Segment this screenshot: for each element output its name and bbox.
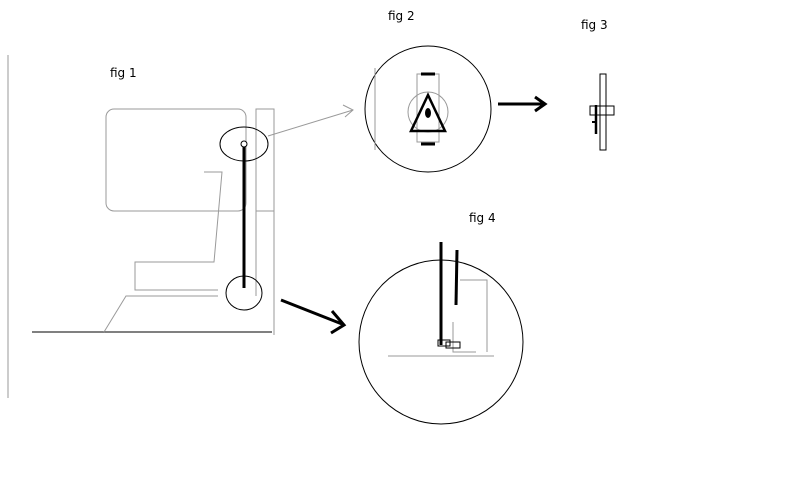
arrow-to-fig3-head — [534, 95, 548, 113]
seat-base — [103, 295, 218, 333]
arrow-to-fig2-head — [342, 104, 354, 118]
window-pane — [105, 108, 247, 212]
fig1-group: fig 1 — [7, 55, 275, 398]
fig3-bolt — [589, 105, 615, 116]
fig4-group: fig 4 — [358, 211, 524, 425]
fig2-zoom-circle — [364, 45, 492, 173]
fig3-label: fig 3 — [581, 18, 608, 32]
arrow-to-fig4-head — [330, 310, 347, 335]
arrow-to-fig4-line — [280, 298, 343, 326]
fig4-seat-inner — [452, 322, 476, 353]
fig4-seat-box — [460, 279, 488, 352]
fig4-pole-right — [454, 249, 459, 306]
fig3-plate — [599, 73, 607, 151]
fig4-pole-foot — [437, 339, 451, 347]
door-frame-upper — [255, 108, 275, 212]
fig1-label: fig 1 — [110, 66, 137, 80]
fig2-label: fig 2 — [388, 9, 415, 23]
fig4-label: fig 4 — [469, 211, 496, 225]
arrow-to-fig2-line — [267, 109, 354, 137]
fig2-bolt-hole — [425, 108, 431, 118]
fig2-group: fig 2 — [364, 9, 492, 173]
pole-pivot — [240, 140, 248, 148]
seat-outline — [134, 171, 223, 291]
fig4-floor-bracket — [445, 341, 461, 349]
fig3-group: fig 3 — [581, 18, 615, 151]
fig2-bracket-triangle — [409, 92, 447, 133]
